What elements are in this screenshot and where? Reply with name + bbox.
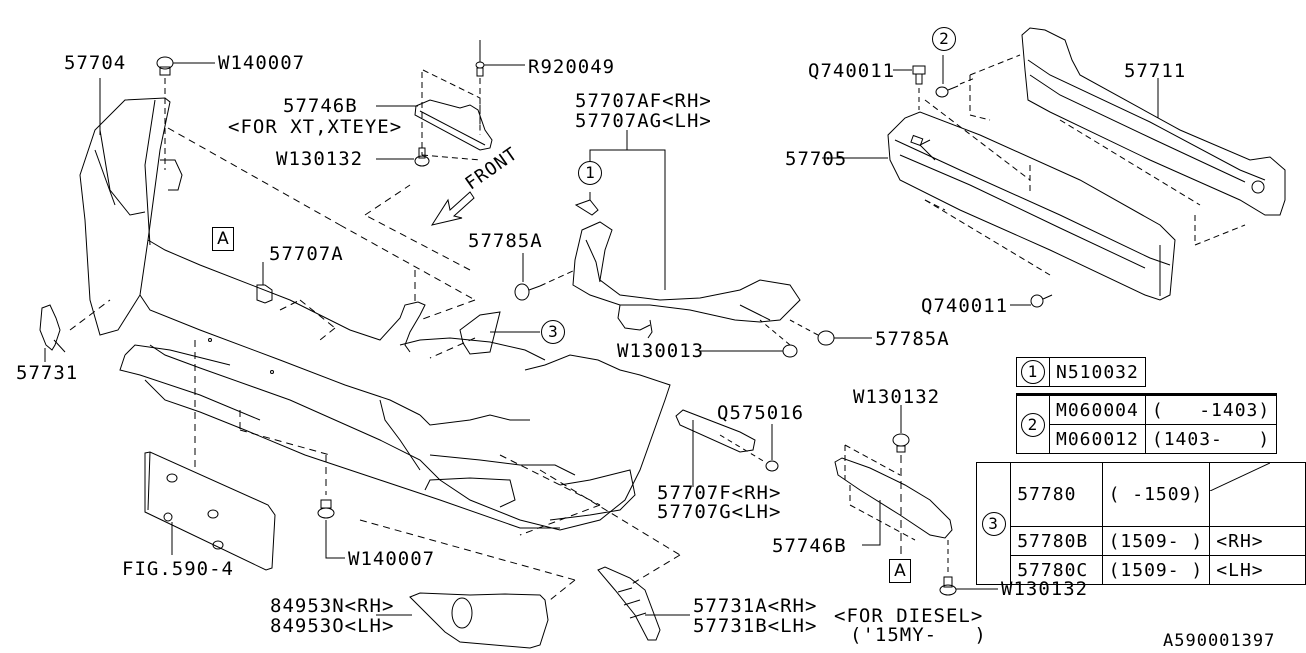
legend-part: M060012 xyxy=(1049,424,1146,454)
bolt-q740011-top xyxy=(893,66,925,84)
legend-row: 2 M060004 ( -1403) xyxy=(1016,394,1278,454)
label-diesel-year: ('15MY- ) xyxy=(850,624,987,646)
callout-3-icon: 3 xyxy=(981,511,1006,536)
bracket-57707f xyxy=(676,410,778,487)
clip-57785a-left xyxy=(515,253,575,300)
screw-w130132-mid xyxy=(893,405,909,560)
label-q575016: Q575016 xyxy=(717,402,805,424)
legend-range: ( -1509) xyxy=(1101,462,1211,527)
callout-2-icon: 2 xyxy=(1021,412,1045,437)
label-57711: 57711 xyxy=(1124,60,1187,82)
screw-w140007-top xyxy=(157,57,215,170)
screw-w140007-bottom xyxy=(318,500,345,558)
legend-range: ( -1403) xyxy=(1144,394,1278,425)
diagonal-slash xyxy=(1210,463,1270,491)
assembly-lines xyxy=(70,128,680,600)
label-57731b: 57731B<LH> xyxy=(693,615,818,637)
legend-group-3: 3 57780 ( -1509) 57780B (1509- ) <RH> 57… xyxy=(975,462,1306,585)
legend-range: (1509- ) xyxy=(1101,555,1211,585)
legend-group-2: 2 M060004 ( -1403) M060012 (1403- ) xyxy=(1016,393,1278,454)
label-57731: 57731 xyxy=(16,362,79,384)
callout-2: 2 xyxy=(932,27,956,51)
label-q740011-top: Q740011 xyxy=(808,60,896,82)
label-fig-590-4: FIG.590-4 xyxy=(122,558,234,580)
callout-3: 3 xyxy=(541,320,565,344)
legend-row: 57780C (1509- ) <LH> xyxy=(977,555,1306,585)
license-plate-bracket xyxy=(145,452,275,570)
part-57707a-clip xyxy=(257,262,272,303)
legend-callout-cell: 1 xyxy=(1016,357,1050,387)
fog-light-cover-84953 xyxy=(376,593,548,648)
label-r920049: R920049 xyxy=(528,56,616,78)
label-w130132-top: W130132 xyxy=(276,148,364,170)
legend-group-1: 1 N510032 xyxy=(1016,357,1146,387)
bracket-57746b-bottom xyxy=(835,445,952,545)
label-57785a-left: 57785A xyxy=(468,230,543,252)
beam-57711 xyxy=(970,28,1285,245)
label-57746b-bottom: 57746B xyxy=(772,535,847,557)
legend-row: M060012 (1403- ) xyxy=(1017,424,1278,454)
label-q740011-bottom: Q740011 xyxy=(921,295,1009,317)
label-57707g: 57707G<LH> xyxy=(657,501,782,523)
label-84953o: 84953O<LH> xyxy=(270,615,395,637)
label-diesel-note: <FOR DIESEL> xyxy=(834,605,984,627)
part-57780-cover xyxy=(460,312,540,354)
label-57785a-right: 57785A xyxy=(875,328,950,350)
legend-range: (1509- ) xyxy=(1101,526,1211,556)
legend-part: M060004 xyxy=(1049,394,1146,425)
legend-callout-cell: 2 xyxy=(1016,394,1050,454)
label-w140007-bottom: W140007 xyxy=(348,548,436,570)
legend-part: N510032 xyxy=(1049,357,1146,387)
screw-w130132-bottom xyxy=(940,540,998,595)
bolt-callout-2 xyxy=(936,55,975,97)
bolt-q740011-bottom xyxy=(1010,295,1052,307)
legend-side: <LH> xyxy=(1209,555,1306,585)
label-57707ag: 57707AG<LH> xyxy=(575,110,712,132)
clip-57785a-right xyxy=(790,320,872,345)
label-w130013: W130013 xyxy=(617,340,705,362)
reinforcement-57705 xyxy=(822,88,1175,300)
part-57731a-diesel-panel xyxy=(598,567,690,640)
label-57705: 57705 xyxy=(785,148,848,170)
bracket-57746b-top xyxy=(376,70,492,160)
label-57707f: 57707F<RH> xyxy=(657,482,782,504)
bracket-57707af xyxy=(573,130,800,338)
legend-part: 57780 xyxy=(1010,462,1103,527)
screw-w130013 xyxy=(700,320,797,357)
legend-side: <RH> xyxy=(1209,526,1306,556)
label-57707a: 57707A xyxy=(269,243,344,265)
rivet-r920049 xyxy=(476,40,525,130)
legend-range: (1403- ) xyxy=(1144,424,1278,454)
label-57707af: 57707AF<RH> xyxy=(575,90,712,112)
legend-row: 3 57780 ( -1509) xyxy=(975,462,1306,585)
screw-w130132-top xyxy=(376,148,429,166)
reference-marker-a-top: A xyxy=(212,227,234,251)
callout-1-icon: 1 xyxy=(1021,360,1045,384)
label-57731a: 57731A<RH> xyxy=(693,595,818,617)
label-57746b-top: 57746B xyxy=(283,95,358,117)
reference-marker-a-bottom: A xyxy=(889,559,911,583)
front-arrow-icon xyxy=(432,192,474,225)
legend-part: 57780C xyxy=(1010,555,1103,585)
legend-row: 1 N510032 xyxy=(1016,357,1146,387)
legend-side-empty xyxy=(1209,462,1306,527)
diagram-code: A590001397 xyxy=(1163,631,1276,651)
label-57704: 57704 xyxy=(64,52,127,74)
callout-1: 1 xyxy=(578,161,602,185)
legend-callout-cell: 3 xyxy=(975,462,1012,585)
legend-row: 57780B (1509- ) <RH> xyxy=(977,526,1306,556)
label-84953n: 84953N<RH> xyxy=(270,595,395,617)
legend-part: 57780B xyxy=(1010,526,1103,556)
part-57731-marker-light xyxy=(40,305,65,362)
label-57746b-top-note: <FOR XT,XTEYE> xyxy=(228,116,403,138)
label-w130132-mid: W130132 xyxy=(853,386,941,408)
label-w140007-top: W140007 xyxy=(218,52,306,74)
